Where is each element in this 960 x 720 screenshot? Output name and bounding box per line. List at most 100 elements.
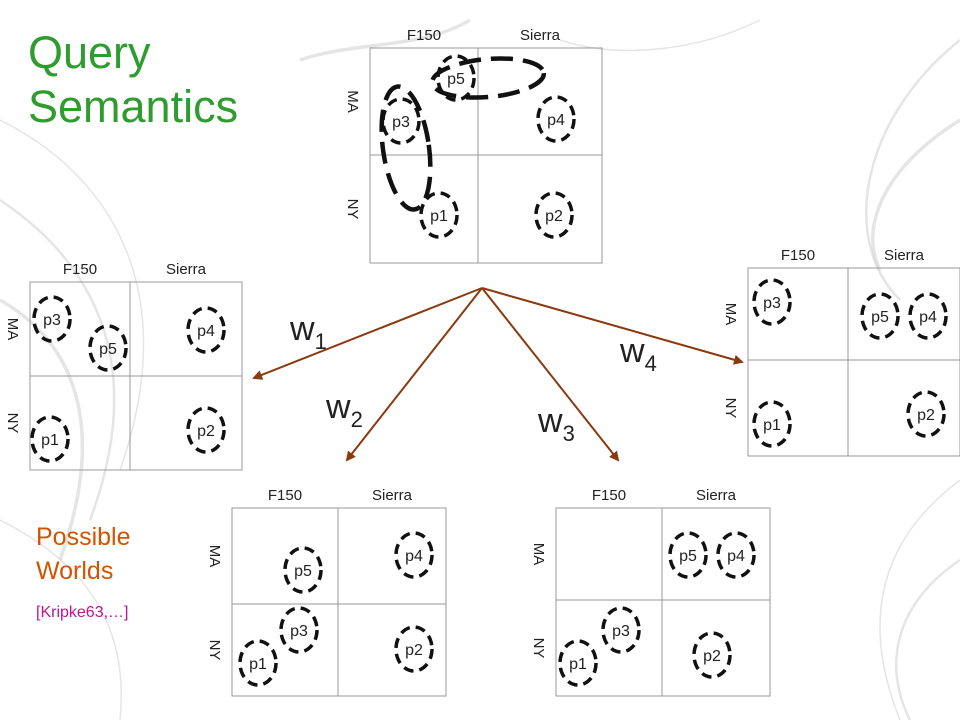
point-circle-p1 bbox=[30, 415, 70, 463]
point-circle-p2 bbox=[186, 406, 226, 454]
background-streak bbox=[871, 118, 960, 271]
title-line-2: Semantics bbox=[28, 81, 239, 132]
row-header-ny: NY bbox=[206, 640, 223, 661]
point-circle-p4 bbox=[186, 306, 226, 354]
grid-frame bbox=[231, 507, 447, 697]
point-circle-p4 bbox=[716, 531, 756, 579]
arrow-label-base: w bbox=[619, 332, 645, 370]
point-circle-p3 bbox=[381, 97, 421, 145]
point-circle-p1 bbox=[238, 639, 278, 687]
point-label-p4: p4 bbox=[405, 548, 423, 565]
point-label-p4: p4 bbox=[547, 112, 565, 129]
arrow-label-subscript: 1 bbox=[315, 329, 327, 354]
arrow-label-w2: w2 bbox=[325, 388, 363, 432]
possible-worlds-line-2: Worlds bbox=[36, 557, 114, 585]
background-streak bbox=[0, 519, 122, 720]
arrow-label-w1: w1 bbox=[289, 310, 327, 354]
point-label-p2: p2 bbox=[197, 423, 215, 440]
column-header-sierra: Sierra bbox=[166, 261, 207, 278]
row-header-ny: NY bbox=[530, 638, 547, 659]
arrow-label-base: w bbox=[289, 310, 315, 348]
column-header-sierra: Sierra bbox=[520, 27, 561, 44]
point-label-p1: p1 bbox=[569, 656, 587, 673]
row-header-ma: MA bbox=[206, 545, 223, 568]
point-label-p3: p3 bbox=[392, 114, 410, 131]
grid-frame bbox=[555, 507, 771, 697]
point-label-p1: p1 bbox=[430, 208, 448, 225]
background-streak bbox=[299, 18, 471, 62]
column-header-f150: F150 bbox=[407, 27, 441, 44]
point-label-p4: p4 bbox=[727, 548, 745, 565]
point-circle-p5 bbox=[88, 324, 128, 372]
arrow-label-base: w bbox=[537, 402, 563, 440]
column-header-f150: F150 bbox=[592, 487, 626, 504]
background-streak bbox=[0, 119, 145, 471]
point-label-p2: p2 bbox=[405, 642, 423, 659]
background-streak bbox=[0, 198, 116, 521]
title-line-1: Query bbox=[28, 27, 151, 78]
point-circle-p1 bbox=[419, 191, 459, 239]
point-circle-p2 bbox=[692, 631, 732, 679]
point-circle-p4 bbox=[908, 292, 948, 340]
background-streak bbox=[865, 39, 960, 301]
row-header-ny: NY bbox=[344, 199, 361, 220]
point-label-p3: p3 bbox=[612, 623, 630, 640]
arrow-label-w3: w3 bbox=[537, 402, 575, 446]
arrow-w4 bbox=[481, 287, 744, 365]
row-header-ma: MA bbox=[4, 318, 21, 341]
background-streak bbox=[559, 19, 761, 52]
arrow-label-subscript: 4 bbox=[645, 351, 657, 376]
group-outline-p3-p5 bbox=[429, 56, 547, 100]
point-label-p4: p4 bbox=[197, 323, 215, 340]
row-header-ny: NY bbox=[722, 398, 739, 419]
column-header-sierra: Sierra bbox=[372, 487, 413, 504]
point-circle-p2 bbox=[394, 625, 434, 673]
background-streak bbox=[879, 479, 960, 720]
point-circle-p5 bbox=[283, 546, 323, 594]
possible-worlds-line-1: Possible bbox=[36, 523, 131, 551]
background-streak bbox=[0, 298, 84, 561]
point-label-p2: p2 bbox=[545, 208, 563, 225]
arrow-label-base: w bbox=[325, 388, 351, 426]
page-title: Query Semantics bbox=[28, 26, 238, 134]
arrow-w2 bbox=[345, 287, 483, 462]
point-circle-p1 bbox=[752, 400, 792, 448]
point-label-p5: p5 bbox=[294, 563, 312, 580]
arrow-label-subscript: 2 bbox=[351, 407, 363, 432]
point-circle-p4 bbox=[394, 531, 434, 579]
group-outline-p3-p1 bbox=[379, 84, 433, 212]
point-label-p3: p3 bbox=[43, 312, 61, 329]
column-header-sierra: Sierra bbox=[696, 487, 737, 504]
point-circle-p3 bbox=[752, 278, 792, 326]
point-circle-p3 bbox=[279, 606, 319, 654]
point-label-p2: p2 bbox=[703, 648, 721, 665]
point-label-p5: p5 bbox=[99, 341, 117, 358]
possible-worlds-label: Possible Worlds bbox=[36, 520, 131, 588]
point-label-p5: p5 bbox=[871, 309, 889, 326]
point-circle-p2 bbox=[534, 191, 574, 239]
row-header-ma: MA bbox=[722, 303, 739, 326]
point-circle-p1 bbox=[558, 639, 598, 687]
point-circle-p5 bbox=[860, 292, 900, 340]
row-header-ma: MA bbox=[530, 543, 547, 566]
row-header-ma: MA bbox=[344, 90, 361, 113]
point-label-p1: p1 bbox=[249, 656, 267, 673]
point-label-p4: p4 bbox=[919, 309, 937, 326]
point-label-p1: p1 bbox=[763, 417, 781, 434]
point-label-p1: p1 bbox=[41, 432, 59, 449]
column-header-f150: F150 bbox=[268, 487, 302, 504]
point-circle-p5 bbox=[668, 531, 708, 579]
point-label-p3: p3 bbox=[290, 623, 308, 640]
background-streak bbox=[895, 558, 960, 720]
point-label-p3: p3 bbox=[763, 295, 781, 312]
row-header-ny: NY bbox=[4, 413, 21, 434]
column-header-f150: F150 bbox=[63, 261, 97, 278]
point-label-p5: p5 bbox=[679, 548, 697, 565]
